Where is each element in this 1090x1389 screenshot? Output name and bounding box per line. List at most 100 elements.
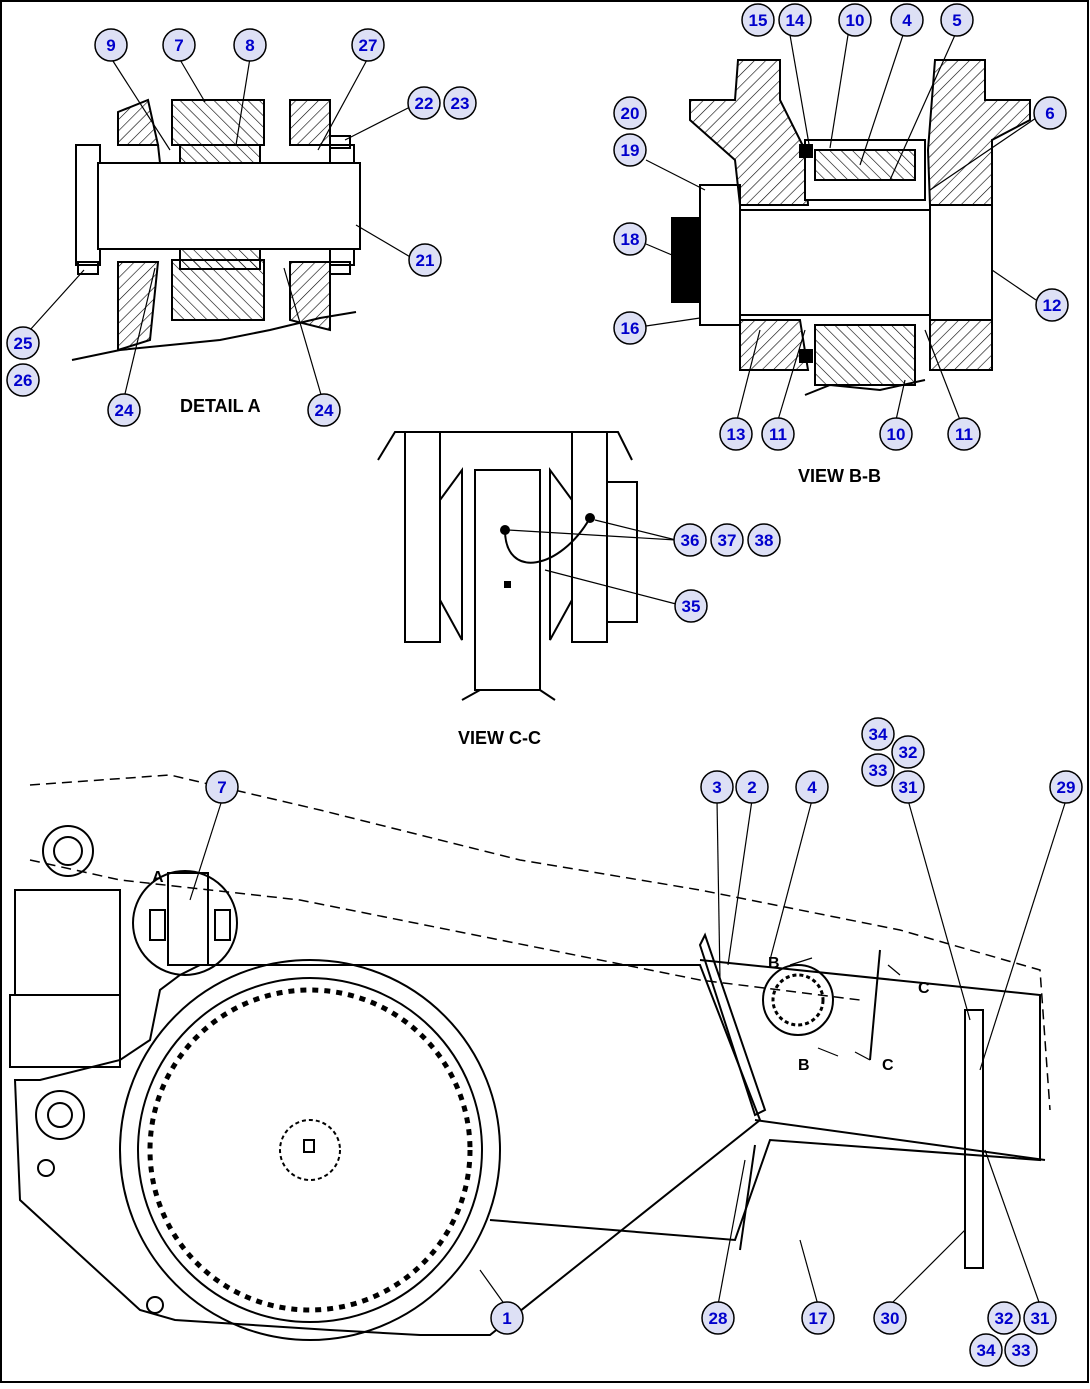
callout-circle (891, 735, 925, 769)
callout-m-34b: 34 (969, 1333, 1003, 1367)
callout-m-1: 1 (490, 1301, 524, 1335)
callout-number: 33 (1012, 1341, 1031, 1360)
callout-d-24a: 24 (107, 393, 141, 427)
callout-number: 38 (755, 531, 774, 550)
callout-d-9: 9 (94, 28, 128, 62)
callout-b-16: 16 (613, 311, 647, 345)
callout-number: 9 (106, 36, 115, 55)
callout-b-10b: 10 (879, 417, 913, 451)
callout-m-31a: 31 (891, 770, 925, 804)
callout-circle (94, 28, 128, 62)
callout-b-5: 5 (940, 3, 974, 37)
view-bb-leaders (645, 34, 1037, 421)
callout-m-7: 7 (205, 770, 239, 804)
callout-number: 14 (786, 11, 805, 30)
callout-number: 10 (887, 425, 906, 444)
callout-circle (801, 1301, 835, 1335)
callout-circle (700, 770, 734, 804)
callout-number: 22 (415, 94, 434, 113)
callout-d-25: 25 (6, 326, 40, 360)
callout-circle (795, 770, 829, 804)
callout-circle (613, 222, 647, 256)
callout-circle (1033, 96, 1067, 130)
callout-c-36: 36 (673, 523, 707, 557)
detail-a-drawing (71, 98, 361, 361)
view-cc-title: VIEW C-C (458, 728, 541, 748)
section-mark-b-bottom: B (798, 1057, 810, 1074)
callout-number: 7 (217, 778, 226, 797)
callout-circle (890, 3, 924, 37)
callout-b-20: 20 (613, 96, 647, 130)
callout-b-6: 6 (1033, 96, 1067, 130)
callout-circle (6, 326, 40, 360)
callout-number: 4 (807, 778, 817, 797)
callout-circle (408, 243, 442, 277)
callout-circle (443, 86, 477, 120)
callout-circle (778, 3, 812, 37)
callout-circle (940, 3, 974, 37)
main-assembly-drawing (9, 774, 1051, 1341)
callout-number: 3 (712, 778, 721, 797)
callout-m-34a: 34 (861, 717, 895, 751)
callout-m-17: 17 (801, 1301, 835, 1335)
callout-circle (1049, 770, 1083, 804)
callout-number: 33 (869, 761, 888, 780)
callout-circle (1004, 1333, 1038, 1367)
callout-number: 12 (1043, 296, 1062, 315)
view-bb-title: VIEW B-B (798, 466, 881, 486)
section-mark-a: A (152, 869, 164, 886)
callout-number: 34 (977, 1341, 996, 1360)
callout-circle (969, 1333, 1003, 1367)
callout-number: 35 (682, 597, 701, 616)
callout-number: 37 (718, 531, 737, 550)
callout-circle (873, 1301, 907, 1335)
callout-circle (613, 133, 647, 167)
callout-m-31b: 31 (1023, 1301, 1057, 1335)
callout-number: 29 (1057, 778, 1076, 797)
section-mark-b-top: B (768, 955, 780, 972)
callout-number: 26 (14, 371, 33, 390)
callout-number: 25 (14, 334, 33, 353)
section-mark-c-top: C (918, 980, 930, 997)
callout-number: 21 (416, 251, 435, 270)
callout-d-22: 22 (407, 86, 441, 120)
callout-m-32a: 32 (891, 735, 925, 769)
callout-d-26: 26 (6, 363, 40, 397)
callout-circle (233, 28, 267, 62)
callout-number: 24 (115, 401, 134, 420)
callout-number: 34 (869, 725, 888, 744)
callout-number: 31 (899, 778, 918, 797)
callout-m-2: 2 (735, 770, 769, 804)
callout-circle (162, 28, 196, 62)
callout-number: 28 (709, 1309, 728, 1328)
callout-circle (741, 3, 775, 37)
callout-d-23: 23 (443, 86, 477, 120)
callout-number: 11 (955, 425, 973, 444)
callout-circle (613, 96, 647, 130)
callout-b-15: 15 (741, 3, 775, 37)
callout-number: 31 (1031, 1309, 1050, 1328)
callout-circle (6, 363, 40, 397)
callout-number: 2 (747, 778, 756, 797)
callout-circle (861, 753, 895, 787)
section-mark-c-bottom: C (882, 1057, 894, 1074)
callout-d-7: 7 (162, 28, 196, 62)
callout-circle (674, 589, 708, 623)
view-cc-leaders (507, 519, 677, 605)
callout-circle (107, 393, 141, 427)
callout-m-30: 30 (873, 1301, 907, 1335)
callout-d-27: 27 (351, 28, 385, 62)
callout-c-38: 38 (747, 523, 781, 557)
callout-number: 13 (727, 425, 746, 444)
callout-c-37: 37 (710, 523, 744, 557)
callout-number: 7 (174, 36, 183, 55)
callout-c-35: 35 (674, 589, 708, 623)
callout-circle (987, 1301, 1021, 1335)
callout-circle (761, 417, 795, 451)
callout-d-21: 21 (408, 243, 442, 277)
callout-number: 10 (846, 11, 865, 30)
callout-number: 1 (502, 1309, 511, 1328)
callout-number: 15 (749, 11, 768, 30)
callout-circle (747, 523, 781, 557)
